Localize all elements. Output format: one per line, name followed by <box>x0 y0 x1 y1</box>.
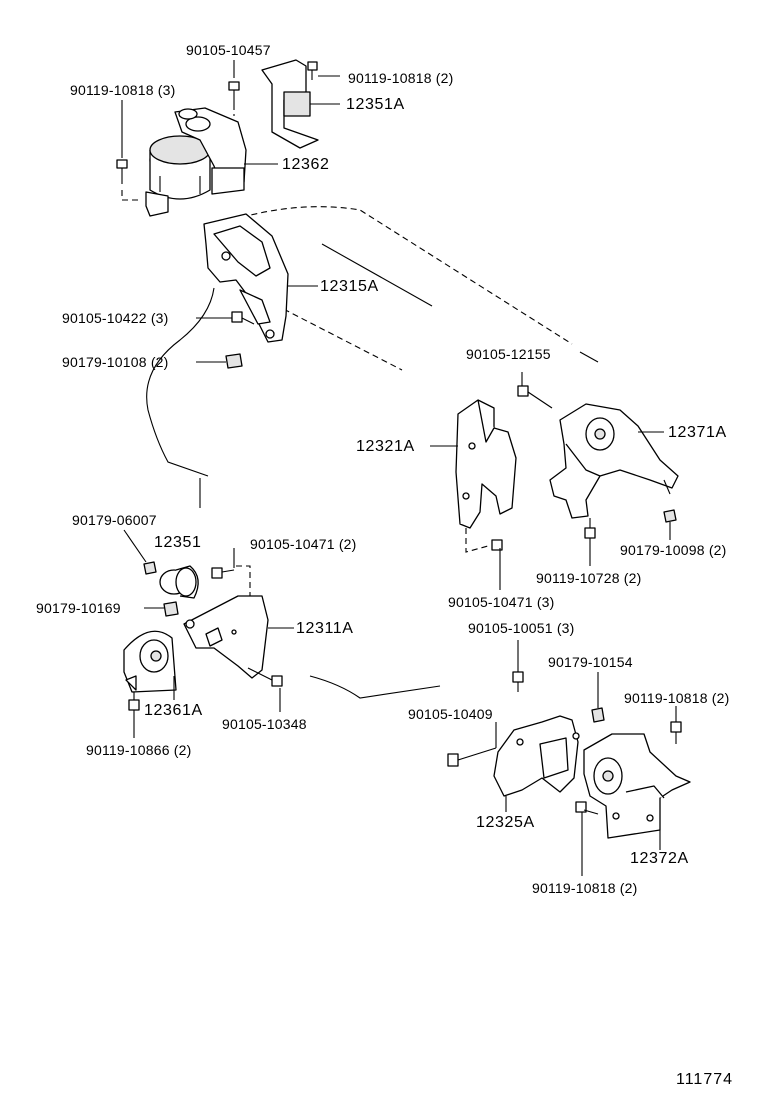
bracket-12315A <box>203 213 318 343</box>
bolt-90105-10422 <box>196 311 255 325</box>
label-90119-10818-2-top: 90119-10818 (2) <box>348 70 454 86</box>
bolt-90105-10348 <box>247 667 283 712</box>
label-12351: 12351 <box>154 534 202 551</box>
label-90105-10422: 90105-10422 (3) <box>62 310 169 326</box>
label-90179-10154: 90179-10154 <box>548 654 633 670</box>
label-12362: 12362 <box>282 156 330 173</box>
bracket-12325A <box>493 715 580 812</box>
bolt-90105-10471-2 <box>211 548 251 598</box>
engine-mount-12372A <box>583 733 691 850</box>
nut-90179-10154 <box>591 672 605 723</box>
label-90179-06007: 90179-06007 <box>72 512 157 528</box>
bracket-12321A <box>430 399 517 553</box>
label-12321A: 12321A <box>356 438 415 455</box>
bolt-90105-10409 <box>447 722 497 767</box>
bracket-12351A <box>244 59 340 165</box>
bolt-90119-10866 <box>128 692 140 738</box>
label-12361A: 12361A <box>144 702 203 719</box>
label-12371A: 12371A <box>668 424 727 441</box>
nut-90179-10169 <box>144 601 179 617</box>
label-90119-10818-2-right: 90119-10818 (2) <box>624 690 730 706</box>
bolt-90105-10457 <box>228 60 240 116</box>
label-90105-10471-2: 90105-10471 (2) <box>250 536 357 552</box>
label-90105-12155: 90105-12155 <box>466 346 551 362</box>
bolt-90119-10818-bottom <box>575 801 599 876</box>
nut-90179-10108 <box>196 353 243 369</box>
damper-12351 <box>159 565 199 599</box>
label-90119-10818-3: 90119-10818 (3) <box>70 82 176 98</box>
bolt-90105-10051 <box>512 640 524 692</box>
bolt-90105-12155 <box>517 372 553 409</box>
label-90105-10457: 90105-10457 <box>186 42 271 58</box>
label-90119-10728: 90119-10728 (2) <box>536 570 642 586</box>
bolt-90119-10818-top <box>307 61 340 80</box>
label-90179-10108: 90179-10108 (2) <box>62 354 169 370</box>
bolt-90119-10818-left <box>116 100 140 201</box>
engine-mount-12361A <box>123 630 177 700</box>
nut-90179-06007 <box>123 529 157 575</box>
label-90119-10866: 90119-10866 (2) <box>86 742 192 758</box>
label-90105-10348: 90105-10348 <box>222 716 307 732</box>
engine-outline <box>146 206 599 508</box>
label-12372A: 12372A <box>630 850 689 867</box>
label-90105-10051: 90105-10051 (3) <box>468 620 575 636</box>
bolt-90119-10728 <box>584 518 596 566</box>
label-90105-10409: 90105-10409 <box>408 706 493 722</box>
engine-outline-lower <box>309 675 441 699</box>
label-12311A: 12311A <box>296 620 354 637</box>
engine-mount-12362 <box>145 107 247 217</box>
bolt-90119-10818-right <box>670 706 682 744</box>
label-12351A: 12351A <box>346 96 405 113</box>
label-90179-10098: 90179-10098 (2) <box>620 542 727 558</box>
label-90105-10471-3: 90105-10471 (3) <box>448 594 555 610</box>
reference-number: 111774 <box>676 1071 734 1088</box>
engine-mount-12371A <box>549 403 679 519</box>
bracket-12311A <box>183 595 294 679</box>
nut-90179-10098 <box>663 509 677 540</box>
label-90179-10169: 90179-10169 <box>36 600 121 616</box>
bolt-90105-10471-3 <box>491 539 503 590</box>
label-90119-10818-2-bottom: 90119-10818 (2) <box>532 880 638 896</box>
label-12315A: 12315A <box>320 278 379 295</box>
label-12325A: 12325A <box>476 814 535 831</box>
